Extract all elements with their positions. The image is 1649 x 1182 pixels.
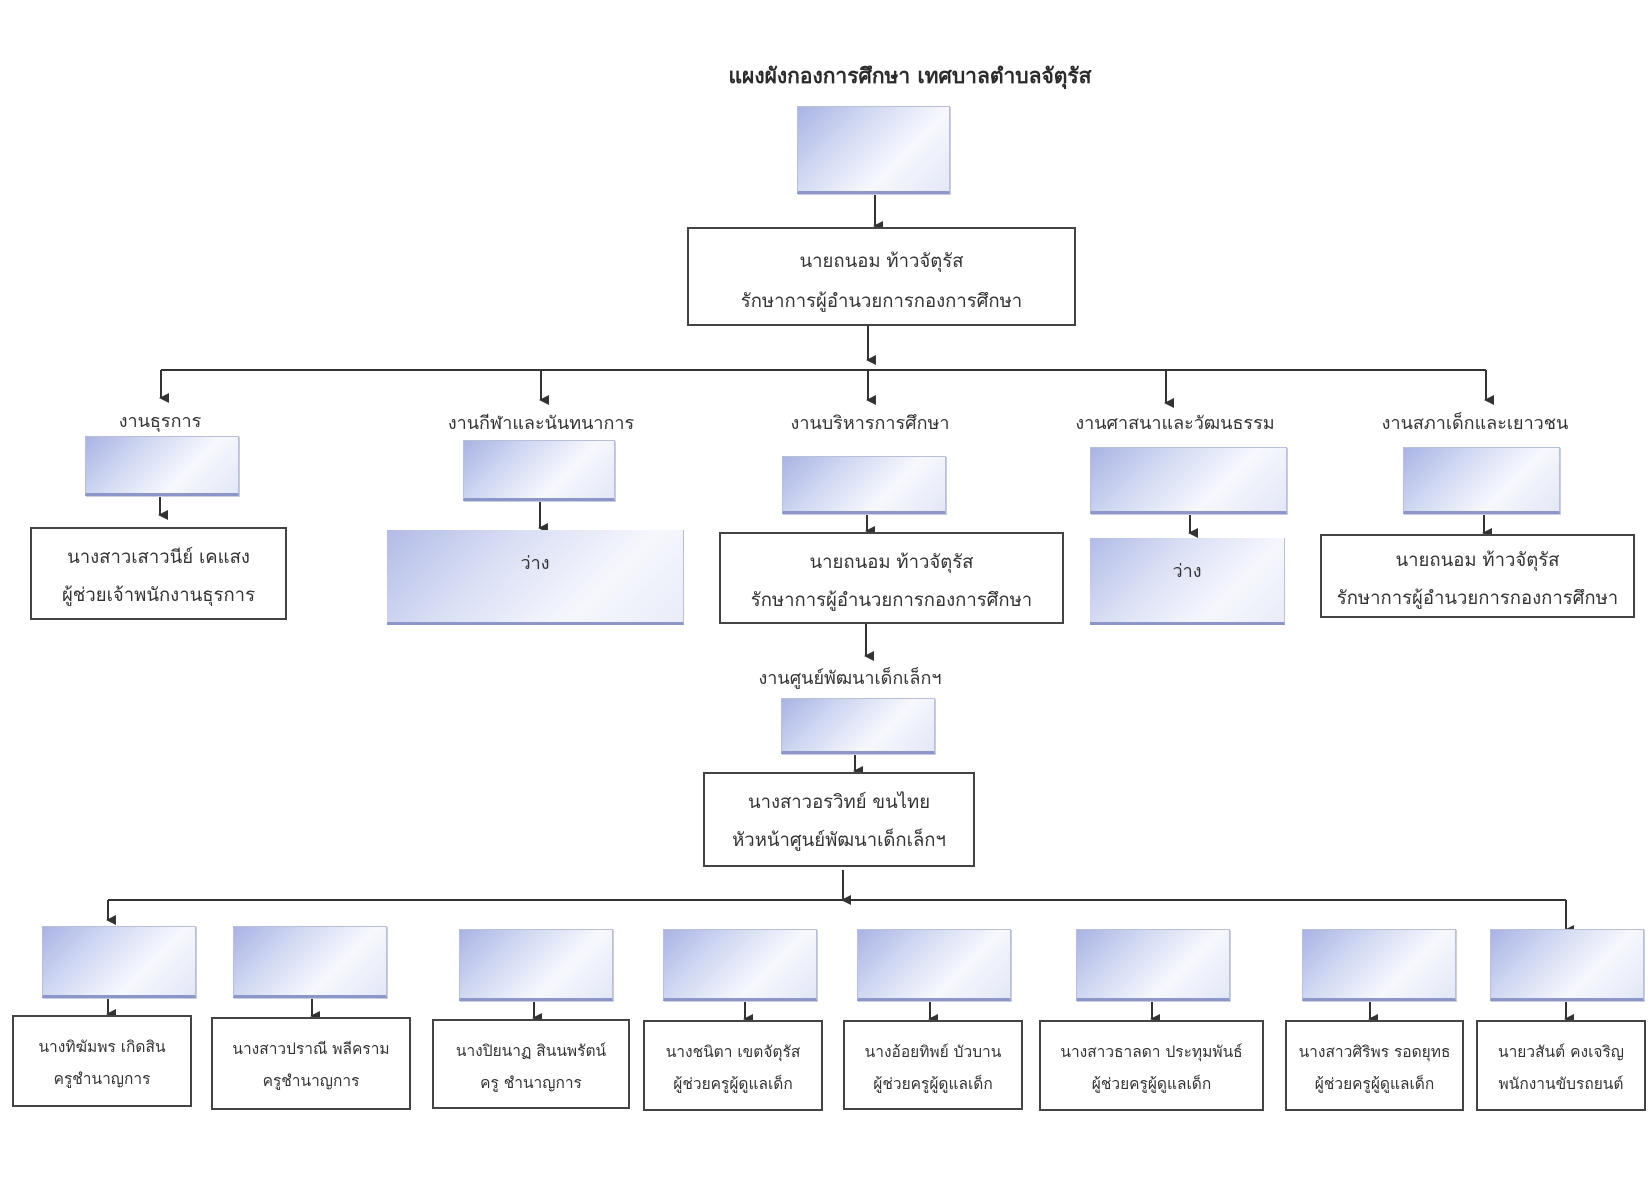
staff-box: นางสาวธาลดา ประทุมพันธ์ ผู้ช่วยครูผู้ดูแ… (1039, 1020, 1264, 1111)
staff-name: นางชนิตา เขตจัตุรัส (665, 1043, 801, 1061)
staff-box: นางสาวปราณี พลีคราม ครูชำนาญการ (211, 1017, 411, 1110)
staff-name: นางอ้อยทิพย์ บัวบาน (864, 1043, 1002, 1061)
staff-photo-placeholder (1302, 929, 1456, 1001)
staff-photo-placeholder (42, 926, 196, 998)
staff-photo-placeholder (1076, 929, 1230, 1001)
staff-position: ครู ชำนาญการ (480, 1074, 582, 1092)
youth-staff-name: นายถนอม ท้าวจัตุรัส (1395, 550, 1560, 571)
general-staff-box: นางสาวเสาวนีย์ เคแสง ผู้ช่วยเจ้าพนักงานธ… (30, 527, 287, 620)
section-label-sports: งานกีฬาและนันทนาการ (447, 413, 635, 434)
staff-box: นางทิฆัมพร เกิดสิน ครูชำนาญการ (12, 1015, 192, 1107)
religion-photo-placeholder (1090, 447, 1287, 514)
head-name: นายถนอม ท้าวจัตุรัส (799, 251, 964, 272)
center-photo-placeholder (781, 698, 935, 754)
staff-box: นายวสันต์ คงเจริญ พนักงานขับรถยนต์ (1476, 1020, 1646, 1111)
staff-photo-placeholder (1490, 929, 1644, 1001)
staff-photo-placeholder (857, 929, 1011, 1001)
staff-photo-placeholder (663, 929, 817, 1001)
staff-name: นายวสันต์ คงเจริญ (1498, 1043, 1624, 1061)
staff-position: ครูชำนาญการ (262, 1072, 360, 1090)
youth-photo-placeholder (1403, 447, 1560, 514)
staff-name: นางสาวศิริพร รอดยุทธ (1298, 1043, 1451, 1061)
sports-photo-placeholder (463, 440, 615, 501)
center-head-name: นางสาวอรวิทย์ ขนไทย (747, 792, 931, 813)
general-photo-placeholder (85, 436, 239, 496)
admin-staff-box: นายถนอม ท้าวจัตุรัส รักษาการผู้อำนวยการก… (719, 532, 1064, 624)
staff-position: ผู้ช่วยครูผู้ดูแลเด็ก (873, 1075, 993, 1093)
center-head-box: นางสาวอรวิทย์ ขนไทย หัวหน้าศูนย์พัฒนาเด็… (703, 772, 975, 867)
youth-staff-box: นายถนอม ท้าวจัตุรัส รักษาการผู้อำนวยการก… (1320, 534, 1635, 618)
admin-staff-name: นายถนอม ท้าวจัตุรัส (809, 552, 974, 573)
sports-vacant-box: ว่าง (387, 530, 684, 625)
staff-box: นางสาวศิริพร รอดยุทธ ผู้ช่วยครูผู้ดูแลเด… (1285, 1020, 1464, 1111)
general-staff-name: นางสาวเสาวนีย์ เคแสง (67, 547, 250, 568)
staff-name: นางทิฆัมพร เกิดสิน (38, 1038, 166, 1056)
section-label-general: งานธุรการ (118, 411, 202, 432)
center-label: งานศูนย์พัฒนาเด็กเล็กฯ (758, 668, 942, 689)
center-head-position: หัวหน้าศูนย์พัฒนาเด็กเล็กฯ (732, 830, 946, 851)
head-position: รักษาการผู้อำนวยการกองการศึกษา (740, 291, 1023, 312)
chart-title: แผงผังกองการศึกษา เทศบาลตำบลจัตุรัส (728, 64, 1092, 88)
admin-photo-placeholder (782, 456, 946, 514)
staff-box: นางปิยนาฏ สินนพรัตน์ ครู ชำนาญการ (432, 1019, 630, 1109)
staff-name: นางสาวธาลดา ประทุมพันธ์ (1060, 1043, 1243, 1061)
staff-box: นางชนิตา เขตจัตุรัส ผู้ช่วยครูผู้ดูแลเด็… (643, 1020, 823, 1111)
religion-vacant-box: ว่าง (1090, 538, 1285, 625)
staff-position: ผู้ช่วยครูผู้ดูแลเด็ก (673, 1075, 793, 1093)
head-box: นายถนอม ท้าวจัตุรัส รักษาการผู้อำนวยการก… (687, 227, 1076, 326)
staff-position: ครูชำนาญการ (53, 1070, 151, 1088)
staff-name: นางสาวปราณี พลีคราม (232, 1040, 390, 1058)
section-label-youth: งานสภาเด็กและเยาวชน (1381, 413, 1569, 434)
section-label-admin: งานบริหารการศึกษา (790, 413, 950, 434)
general-staff-position: ผู้ช่วยเจ้าพนักงานธุรการ (61, 585, 256, 606)
staff-box: นางอ้อยทิพย์ บัวบาน ผู้ช่วยครูผู้ดูแลเด็… (843, 1020, 1023, 1110)
admin-staff-position: รักษาการผู้อำนวยการกองการศึกษา (750, 590, 1033, 611)
staff-photo-placeholder (233, 926, 387, 998)
staff-photo-placeholder (459, 929, 613, 1001)
head-photo-placeholder (797, 106, 950, 194)
staff-position: ผู้ช่วยครูผู้ดูแลเด็ก (1091, 1075, 1212, 1093)
section-label-religion: งานศาสนาและวัฒนธรรม (1075, 413, 1275, 434)
youth-staff-position: รักษาการผู้อำนวยการกองการศึกษา (1336, 588, 1619, 609)
staff-position: ผู้ช่วยครูผู้ดูแลเด็ก (1314, 1075, 1435, 1093)
staff-position: พนักงานขับรถยนต์ (1498, 1075, 1624, 1093)
staff-name: นางปิยนาฏ สินนพรัตน์ (455, 1042, 607, 1060)
